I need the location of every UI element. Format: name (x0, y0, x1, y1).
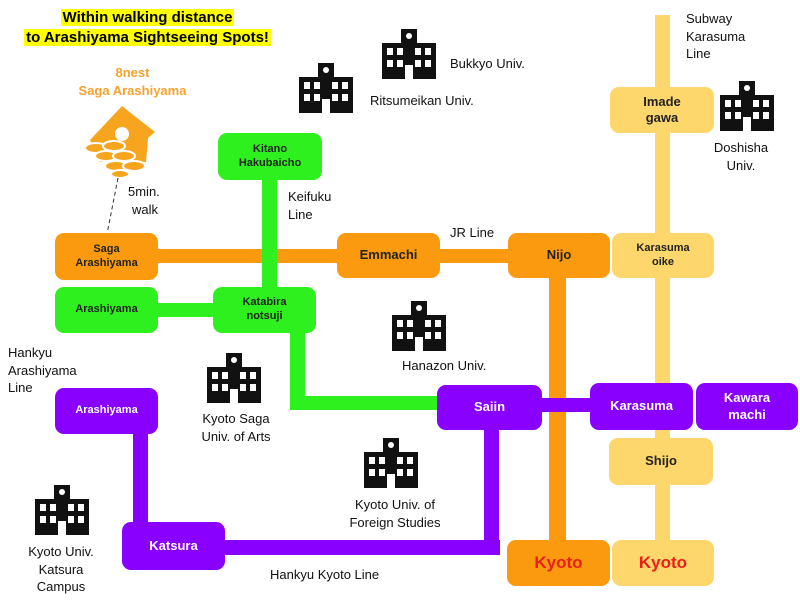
subway-line-track (655, 15, 670, 570)
station-arashiyama-hankyu[interactable]: Arashiyama (55, 388, 158, 434)
walk-time: 5min. (128, 184, 160, 199)
university-hanazon: Hanazon Univ. (402, 358, 487, 373)
station-label: Saga (93, 242, 120, 255)
hankyu-kyoto-track-h (220, 540, 500, 555)
station-label: oike (651, 255, 674, 268)
keifuku-track-h1 (150, 303, 220, 317)
station-emmachi[interactable]: Emmachi (337, 233, 440, 278)
station-label: Kitano (252, 142, 288, 155)
station-label: Imade (643, 93, 681, 109)
house-honeycomb-icon (84, 106, 155, 178)
keifuku-line-label-1: Keifuku (288, 189, 332, 204)
station-label: Arashiyama (75, 303, 138, 316)
university-building-icon (718, 79, 776, 131)
subway-line-label-3: Line (686, 46, 711, 62)
station-label: Kyoto (638, 553, 688, 573)
station-label: Katsura (149, 537, 198, 553)
station-label: Shijo (645, 453, 677, 469)
headline: Within walking distance to Arashiyama Si… (10, 8, 285, 48)
university-label: Campus (36, 579, 86, 595)
keifuku-track-v2 (290, 330, 305, 410)
station-label: Kyoto (534, 553, 583, 573)
hankyu-kyoto-track-h2 (540, 398, 595, 412)
station-label: gawa (645, 110, 679, 125)
hankyu-arashiyama-label-2: Arashiyama (8, 362, 77, 378)
university-label: Univ. of Arts (201, 428, 271, 444)
station-label: machi (728, 406, 766, 422)
headline-line1: Within walking distance (60, 9, 235, 26)
station-katsura[interactable]: Katsura (122, 522, 225, 570)
station-label: Arashiyama (75, 404, 138, 417)
university-label: Doshisha (713, 140, 769, 155)
station-label: Kawara (723, 390, 771, 406)
station-kyoto-jr[interactable]: Kyoto (507, 540, 610, 586)
jr-line-track-h (110, 249, 560, 263)
station-label: notsuji (246, 310, 283, 322)
station-label: Karasuma (610, 398, 673, 414)
headline-line2: to Arashiyama Sightseeing Spots! (24, 29, 271, 46)
university-building-icon (33, 483, 91, 535)
hankyu-kyoto-line-label: Hankyu Kyoto Line (270, 567, 380, 582)
station-karasuma[interactable]: Karasuma (590, 383, 693, 430)
university-label: Foreign Studies (349, 514, 441, 530)
university-foreign-studies: Kyoto Univ. of Foreign Studies (340, 496, 450, 531)
university-ritsumeikan: Ritsumeikan Univ. (370, 93, 474, 108)
university-building-icon (205, 351, 263, 403)
university-label: Univ. (726, 157, 756, 173)
university-building-icon (362, 436, 420, 488)
university-label: Katsura (38, 561, 84, 577)
university-label: Kyoto Univ. (28, 544, 94, 559)
hankyu-arashiyama-label-1: Hankyu (8, 345, 53, 360)
subway-line-label-1: Subway (686, 11, 733, 26)
university-building-icon (390, 299, 448, 351)
university-building-icon (297, 61, 355, 113)
station-label: Hakubaicho (238, 156, 302, 169)
station-label: Karasuma (636, 241, 690, 254)
station-kyoto-subway[interactable]: Kyoto (612, 540, 714, 586)
hotel-name: 8nest Saga Arashiyama (70, 64, 195, 100)
keifuku-line-label-2: Line (288, 206, 313, 222)
walk-path-dashed (106, 177, 119, 235)
hankyu-arashiyama-label-3: Line (8, 380, 33, 396)
station-label: Saiin (473, 399, 506, 415)
station-label: Katabira (242, 296, 287, 309)
keifuku-track-v1 (262, 175, 277, 290)
hankyu-arashiyama-track (133, 430, 148, 530)
keifuku-track-h2 (290, 396, 442, 410)
subway-line-label-2: Karasuma (686, 28, 746, 44)
hankyu-kyoto-track-v (484, 428, 499, 555)
hotel-name-line1: 8nest (115, 65, 150, 80)
walk-time-label: 5min. walk (128, 183, 160, 218)
university-building-icon (380, 27, 438, 79)
university-label: Kyoto Saga (202, 411, 270, 426)
station-label: Arashiyama (75, 256, 138, 269)
station-nijo[interactable]: Nijo (508, 233, 610, 278)
university-label: Kyoto Univ. of (355, 497, 435, 512)
walk-word: walk (132, 201, 159, 217)
station-saiin[interactable]: Saiin (437, 385, 542, 430)
university-bukkyo: Bukkyo Univ. (450, 56, 525, 71)
station-label: Emmachi (359, 247, 418, 263)
hotel-name-line2: Saga Arashiyama (78, 83, 187, 98)
jr-line-label: JR Line (450, 225, 495, 240)
station-arashiyama-keifuku[interactable]: Arashiyama (55, 287, 158, 333)
station-shijo[interactable]: Shijo (609, 438, 713, 485)
station-label: Nijo (546, 247, 572, 263)
